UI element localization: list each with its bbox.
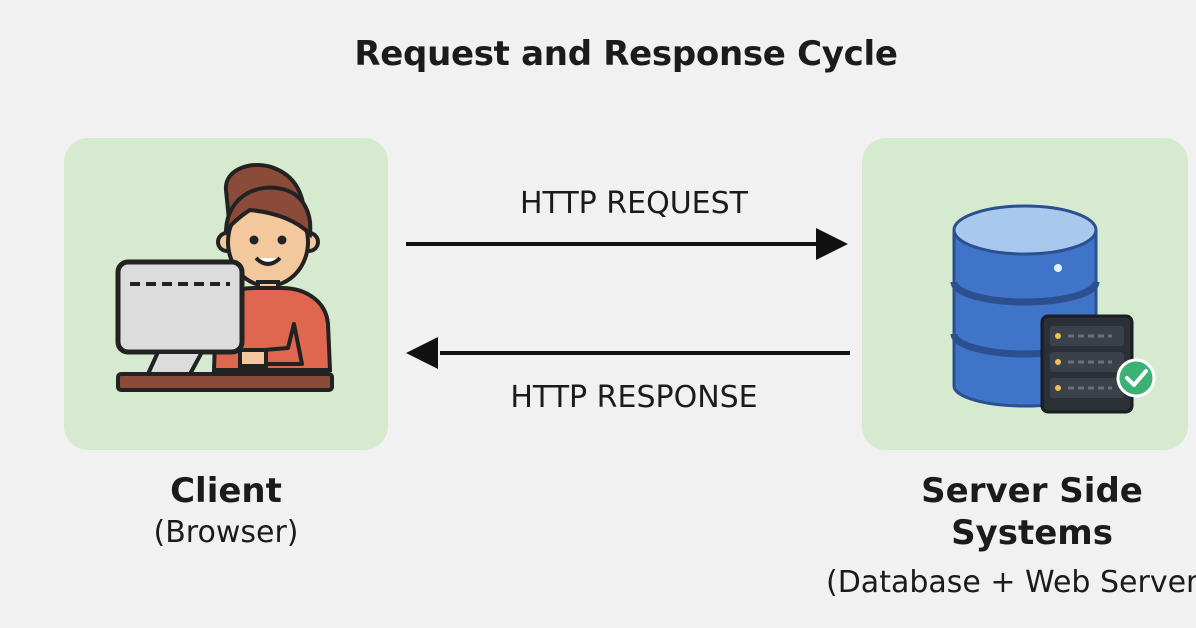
server-name-line2: Systems — [951, 513, 1113, 553]
request-label: HTTP REQUEST — [519, 186, 748, 221]
response-label: HTTP RESPONSE — [510, 380, 758, 415]
person-at-computer-icon — [115, 163, 334, 392]
client-subtitle: (Browser) — [153, 515, 299, 550]
client-panel — [64, 138, 388, 450]
server-panel — [862, 138, 1188, 450]
diagram-title: Request and Response Cycle — [354, 34, 898, 74]
server-subtitle: (Database + Web Server) — [826, 565, 1196, 600]
request-arrow — [406, 228, 848, 260]
client-name: Client — [170, 471, 282, 511]
database-server-icon — [950, 204, 1156, 414]
server-name: Server Side Systems — [862, 470, 1196, 554]
server-name-line1: Server Side — [921, 471, 1143, 511]
response-arrow — [406, 337, 850, 369]
